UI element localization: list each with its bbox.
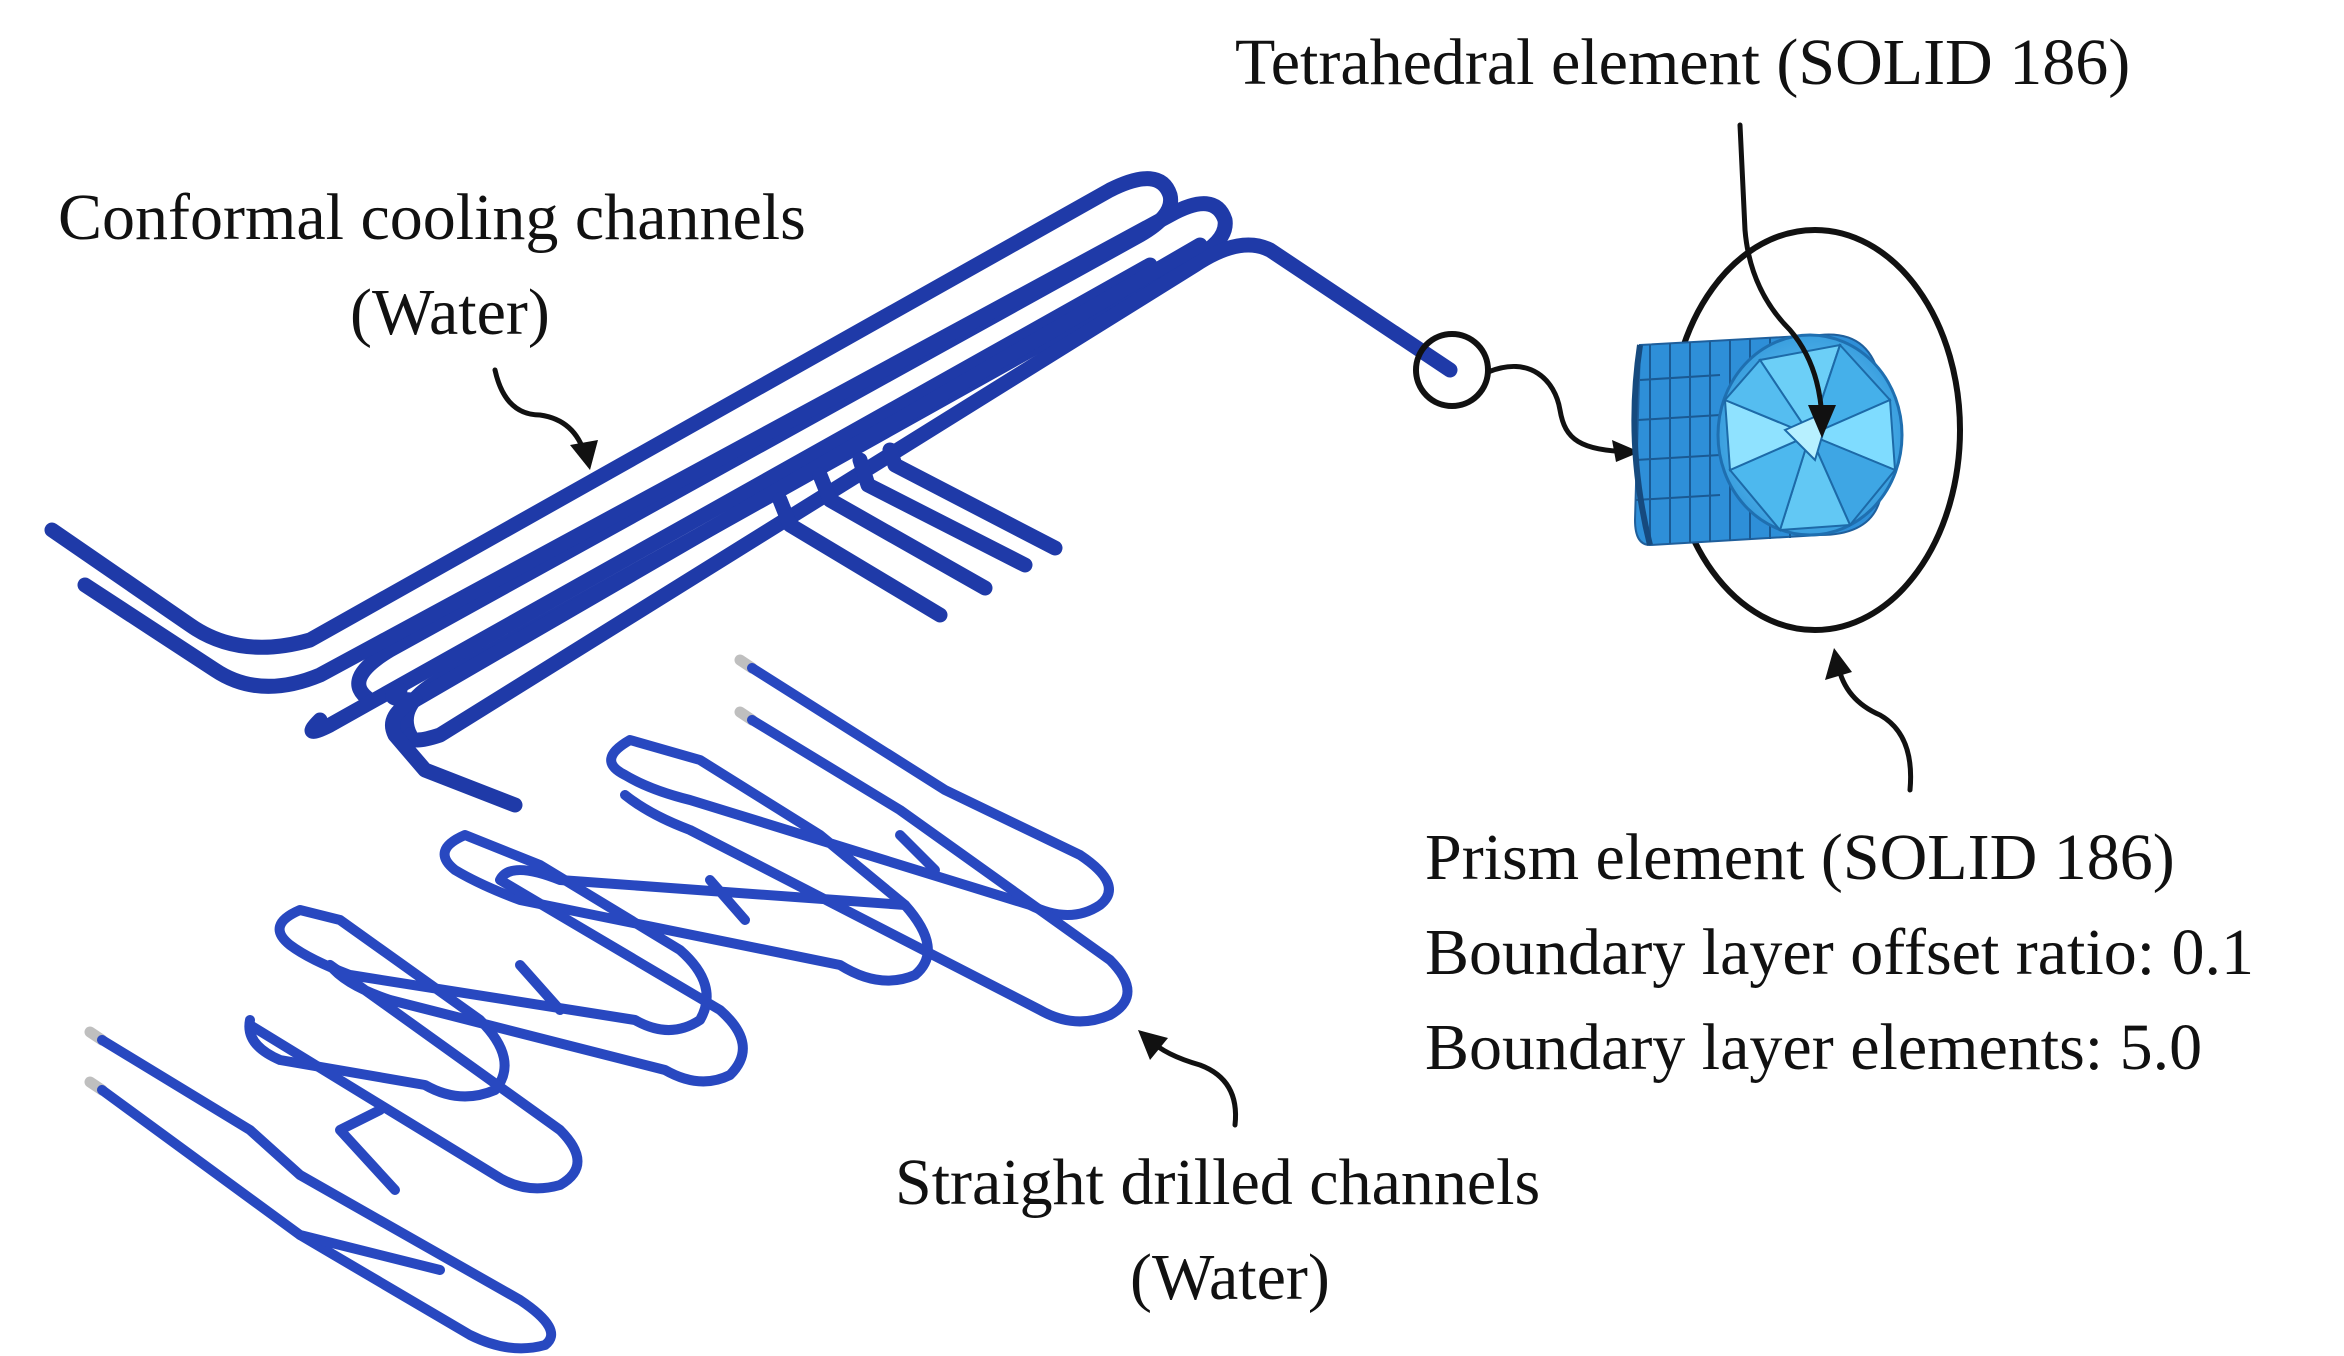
drilled-channel-cross-3 <box>705 875 750 925</box>
conformal-channel-loop-1 <box>44 171 1179 708</box>
boundary-layer-elements-label: Boundary layer elements: 5.0 <box>1425 1011 2203 1084</box>
annotation-arrowheads <box>570 405 1852 1060</box>
straight-channels-label-line1: Straight drilled channels <box>895 1146 1541 1219</box>
straight-arrow-line <box>1147 1037 1239 1128</box>
conformal-arrowhead <box>570 440 598 470</box>
straight-drilled-channels <box>84 654 1133 1354</box>
conformal-channel-branch-2 <box>852 452 1033 573</box>
conformal-channel-branch-4 <box>812 467 993 596</box>
zoom-callout <box>1413 227 1963 633</box>
conformal-cooling-channels <box>44 171 1458 813</box>
tube-shadow <box>1631 344 1653 546</box>
tetrahedral-element-label: Tetrahedral element (SOLID 186) <box>1235 26 2131 99</box>
zoom-connector-arrowhead <box>1612 440 1640 462</box>
boundary-layer-offset-label: Boundary layer offset ratio: 0.1 <box>1425 916 2255 989</box>
prism-arrowhead <box>1825 648 1852 680</box>
drilled-channel-cross-1 <box>335 1105 400 1195</box>
drilled-channel-cross-2 <box>515 960 565 1015</box>
annotation-arrows <box>492 122 1914 1128</box>
tetra-arrow-line <box>1737 122 1825 423</box>
straight-arrowhead <box>1138 1030 1168 1060</box>
conformal-channel-branch-3 <box>882 442 1063 556</box>
prism-element-label: Prism element (SOLID 186) <box>1425 821 2175 894</box>
drilled-channel-b <box>245 715 1133 1194</box>
conformal-channels-label-line2: (Water) <box>350 276 550 349</box>
conformal-channel-run-4 <box>304 257 1158 739</box>
mesh-cross-section <box>1631 333 1904 547</box>
conformal-channel-loop-2 <box>77 196 1233 743</box>
drilled-channel-inlet-left-1 <box>97 1035 557 1354</box>
drilled-channel-a <box>244 663 1114 1102</box>
conformal-arrow-line <box>492 367 588 458</box>
conformal-channel-return-down <box>385 692 523 813</box>
prism-arrow-line <box>1835 662 1914 793</box>
conformal-channel-branch-1 <box>772 492 948 623</box>
conformal-channel-loop-3 <box>402 237 1458 748</box>
conformal-channels-label-line1: Conformal cooling channels <box>58 181 806 254</box>
drilled-channel-inlet-left-2 <box>97 1085 445 1275</box>
tetra-arrowhead <box>1808 405 1836 438</box>
drilled-channel-cross-4 <box>895 830 940 875</box>
zoom-connector-squiggle <box>1487 364 1631 455</box>
straight-channels-label-line2: (Water) <box>1130 1241 1330 1314</box>
